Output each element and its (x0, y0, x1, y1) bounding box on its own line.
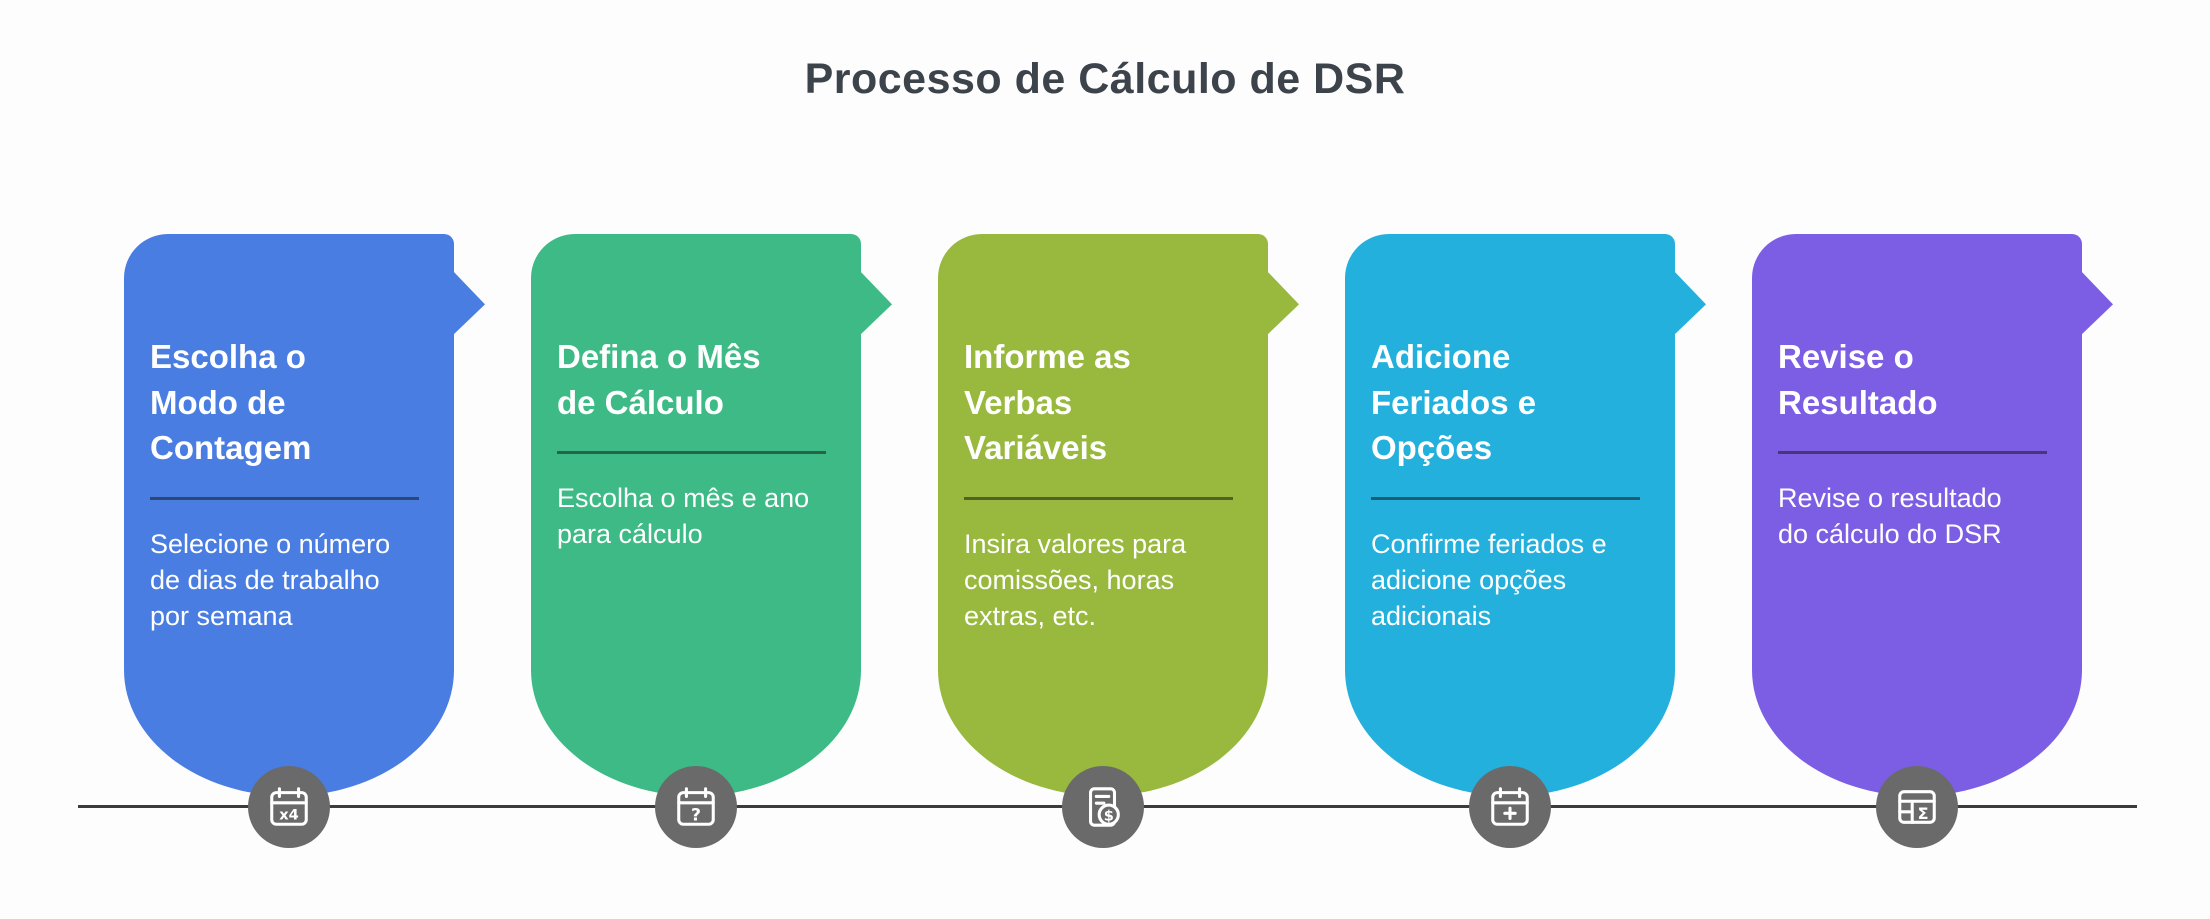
step-heading: Escolha o Modo de Contagem (150, 338, 312, 467)
step-arrow-icon (859, 270, 892, 336)
calendar-x4-icon: x4 (248, 766, 330, 848)
step-description: Revise o resultado do cálculo do DSR (1778, 483, 2002, 550)
step-arrow-icon (2080, 270, 2113, 336)
step-arrow-icon (1266, 270, 1299, 336)
step-description: Escolha o mês e ano para cálculo (557, 483, 810, 550)
step-card-4: Adicione Feriados e Opções Confirme feri… (1345, 234, 1706, 796)
heading-divider (1371, 496, 1640, 500)
svg-text:?: ? (691, 805, 701, 825)
step-heading: Defina o Mês de Cálculo (557, 338, 761, 421)
svg-text:$: $ (1104, 807, 1114, 824)
step-card-3: Informe as Verbas Variáveis Insira valor… (938, 234, 1299, 796)
step-heading: Revise o Resultado (1778, 338, 1938, 421)
step-card-1: Escolha o Modo de Contagem Selecione o n… (124, 234, 485, 796)
step-description: Insira valores para comissões, horas ext… (964, 528, 1187, 631)
svg-text:Σ: Σ (1918, 804, 1929, 823)
calendar-plus-icon (1469, 766, 1551, 848)
svg-text:x4: x4 (279, 807, 299, 824)
heading-divider (150, 496, 419, 500)
heading-divider (557, 451, 826, 455)
heading-divider (964, 496, 1233, 500)
process-steps-row: Escolha o Modo de Contagem Selecione o n… (124, 234, 2113, 796)
invoice-dollar-icon: $ (1062, 766, 1144, 848)
step-description: Selecione o número de dias de trabalho p… (150, 528, 391, 631)
step-heading: Informe as Verbas Variáveis (964, 338, 1131, 467)
step-card-2: Defina o Mês de Cálculo Escolha o mês e … (531, 234, 892, 796)
calendar-question-icon: ? (655, 766, 737, 848)
table-sum-icon: Σ (1876, 766, 1958, 848)
page-title: Processo de Cálculo de DSR (804, 55, 1406, 103)
step-arrow-icon (1673, 270, 1706, 336)
step-card-5: Revise o Resultado Revise o resultado do… (1752, 234, 2113, 796)
step-description: Confirme feriados e adicione opções adic… (1371, 528, 1607, 631)
heading-divider (1778, 451, 2047, 455)
step-arrow-icon (452, 270, 485, 336)
step-heading: Adicione Feriados e Opções (1371, 338, 1537, 467)
